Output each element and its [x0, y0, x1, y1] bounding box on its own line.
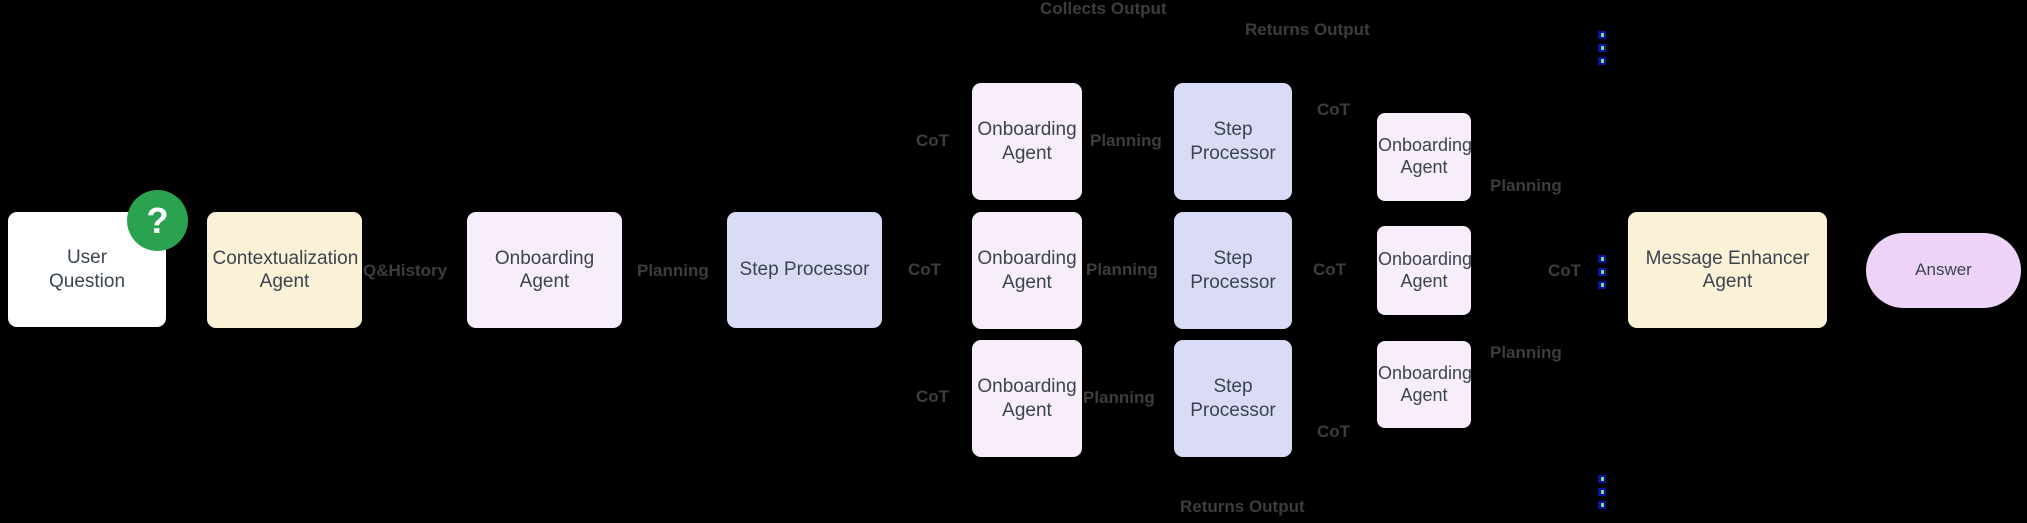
node-onboarding-agent-parallel-3[interactable]: Onboarding Agent — [972, 340, 1082, 457]
edge-handles-bottom — [1598, 475, 1606, 514]
node-onboarding-agent-small-2[interactable]: Onboarding Agent — [1377, 226, 1473, 315]
edge-label-cot-3-mid: CoT — [1313, 260, 1347, 279]
question-glyph: ? — [146, 199, 169, 241]
edge-label-returns-output-bottom: Returns Output — [1180, 497, 1305, 516]
waypoint-handle-icon[interactable] — [1598, 255, 1606, 263]
node-label: Step Processor — [1190, 119, 1276, 164]
node-label: Step Processor — [1190, 248, 1276, 293]
edge-label-cot-4: CoT — [1548, 261, 1582, 280]
edge-label-planning-4-top: Planning — [1490, 176, 1562, 195]
node-step-processor-parallel-1[interactable]: Step Processor — [1174, 83, 1292, 200]
edge-label-cot-1-mid: CoT — [908, 260, 942, 279]
node-label: Onboarding Agent — [1378, 362, 1473, 405]
waypoint-handle-icon[interactable] — [1598, 488, 1606, 496]
edge-label-planning-2-bottom: Planning — [1083, 388, 1155, 407]
waypoint-handle-icon[interactable] — [1598, 268, 1606, 276]
edge-handles-top — [1598, 31, 1606, 70]
edge-label-returns-output-top: Returns Output — [1245, 20, 1370, 39]
waypoint-handle-icon[interactable] — [1598, 501, 1606, 509]
node-label: User Question — [48, 247, 126, 292]
waypoint-handle-icon[interactable] — [1598, 475, 1606, 483]
node-label: Onboarding Agent — [1378, 248, 1473, 291]
edge-label-cot-3-top: CoT — [1317, 100, 1351, 119]
node-onboarding-agent-main[interactable]: Onboarding Agent — [467, 212, 622, 328]
edge-label-planning-main: Planning — [637, 261, 709, 280]
node-onboarding-agent-parallel-2[interactable]: Onboarding Agent — [972, 212, 1082, 329]
node-onboarding-agent-small-1[interactable]: Onboarding Agent — [1377, 113, 1473, 201]
waypoint-handle-icon[interactable] — [1598, 281, 1606, 289]
question-badge-icon: ? — [127, 190, 188, 251]
node-message-enhancer-agent[interactable]: Message Enhancer Agent — [1628, 212, 1827, 328]
node-label: Onboarding Agent — [977, 376, 1077, 421]
edge-label-planning-4-bottom: Planning — [1490, 343, 1562, 362]
node-label: Onboarding Agent — [977, 248, 1077, 293]
edge-label-planning-2-mid: Planning — [1086, 260, 1158, 279]
node-contextualization-agent[interactable]: Contextualization Agent — [207, 212, 362, 328]
node-onboarding-agent-parallel-1[interactable]: Onboarding Agent — [972, 83, 1082, 200]
node-label: Message Enhancer Agent — [1645, 247, 1810, 292]
node-label: Step Processor — [1190, 376, 1276, 421]
node-label: Contextualization Agent — [212, 247, 359, 292]
edge-label-cot-3-bottom: CoT — [1317, 422, 1351, 441]
node-label: Answer — [1915, 260, 1972, 280]
node-label: Onboarding Agent — [1378, 135, 1473, 177]
waypoint-handle-icon[interactable] — [1598, 31, 1606, 39]
node-onboarding-agent-small-3[interactable]: Onboarding Agent — [1377, 341, 1473, 428]
node-step-processor-main[interactable]: Step Processor — [727, 212, 882, 328]
node-step-processor-parallel-3[interactable]: Step Processor — [1174, 340, 1292, 457]
edge-handles-middle — [1598, 255, 1606, 294]
edge-label-cot-1-top: CoT — [916, 131, 950, 150]
edge-label-q-history: Q&History — [363, 261, 448, 280]
node-step-processor-parallel-2[interactable]: Step Processor — [1174, 212, 1292, 329]
edge-label-cot-1-bottom: CoT — [916, 387, 950, 406]
node-label: Step Processor — [739, 259, 870, 281]
waypoint-handle-icon[interactable] — [1598, 44, 1606, 52]
edge-label-planning-2-top: Planning — [1090, 131, 1162, 150]
node-label: Onboarding Agent — [977, 119, 1077, 164]
node-answer[interactable]: Answer — [1866, 233, 2021, 308]
node-label: Onboarding Agent — [494, 247, 595, 292]
waypoint-handle-icon[interactable] — [1598, 57, 1606, 65]
edge-label-collects-output: Collects Output — [1040, 0, 1167, 18]
